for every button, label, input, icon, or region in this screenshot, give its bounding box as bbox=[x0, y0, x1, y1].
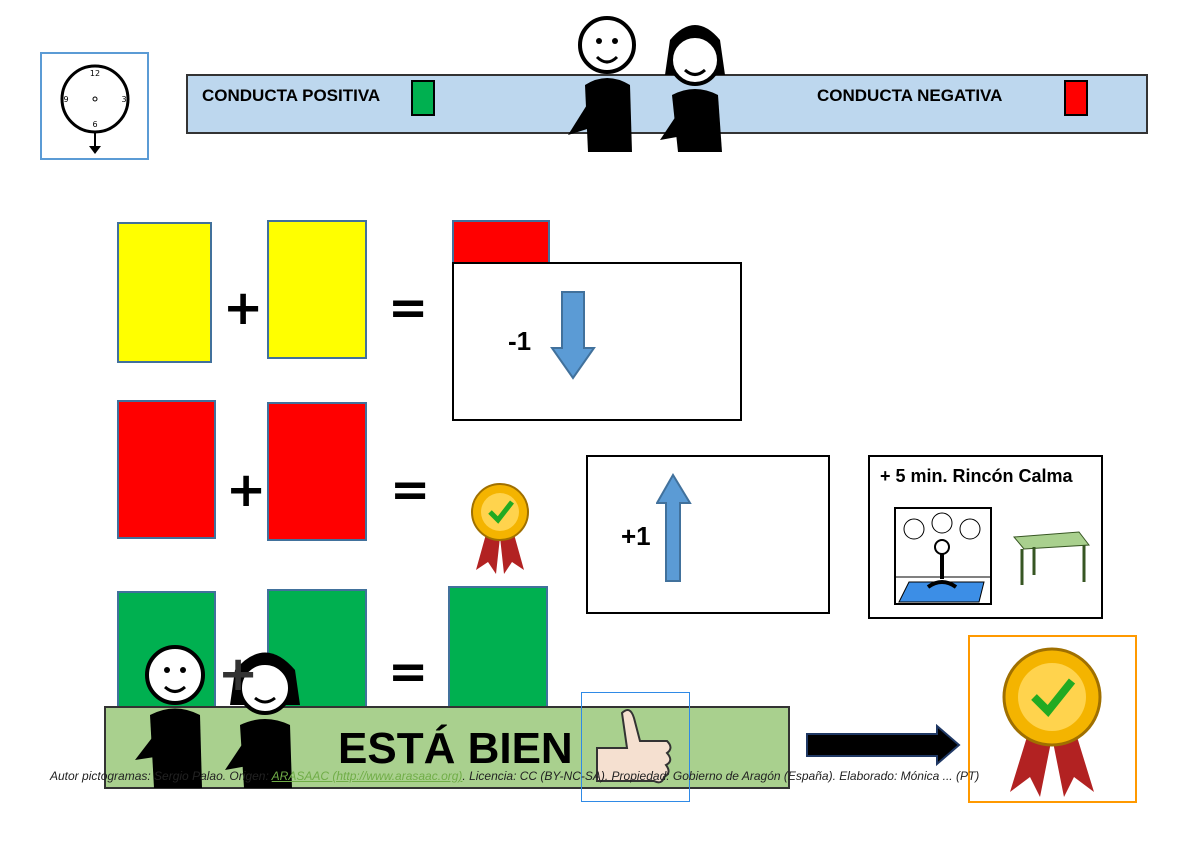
arrow-down-icon bbox=[550, 291, 596, 380]
thumbs-up-icon bbox=[596, 708, 672, 784]
clock-9: 9 bbox=[63, 95, 68, 104]
plus-sign: + bbox=[218, 646, 259, 702]
equals-sign: = bbox=[390, 462, 431, 518]
footer-credits: Autor pictogramas: Sergio Palao. Origen:… bbox=[50, 769, 979, 783]
equals-sign: = bbox=[388, 280, 429, 336]
plus-sign: + bbox=[223, 280, 264, 336]
arasaac-link[interactable]: ARASAAC (http://www.arasaac.org) bbox=[271, 769, 463, 783]
positive-swatch bbox=[411, 80, 435, 116]
plus-one-box: +1 bbox=[586, 455, 830, 614]
positive-label: CONDUCTA POSITIVA bbox=[202, 86, 381, 105]
yellow-card bbox=[267, 220, 367, 359]
clock-12: 12 bbox=[90, 69, 100, 78]
green-card bbox=[267, 589, 367, 728]
clock-3: 3 bbox=[121, 95, 126, 104]
red-card bbox=[117, 400, 216, 539]
clock-icon: 12 3 6 9 bbox=[60, 64, 130, 154]
equals-sign: = bbox=[388, 644, 429, 700]
calm-corner-pictogram bbox=[894, 507, 1090, 605]
thumbs-up-card bbox=[581, 692, 690, 802]
plus-one-value: +1 bbox=[621, 521, 651, 551]
credits-prefix: Autor pictogramas: Sergio Palao. Origen: bbox=[50, 769, 272, 783]
calm-corner-title: + 5 min. Rincón Calma bbox=[880, 466, 1073, 486]
medal-icon bbox=[1002, 647, 1102, 797]
red-card bbox=[267, 402, 367, 541]
negative-label: CONDUCTA NEGATIVA bbox=[817, 86, 1003, 105]
arrow-right-icon bbox=[806, 724, 961, 767]
people-pointing-self-icon bbox=[135, 645, 300, 788]
clock-card: 12 3 6 9 bbox=[40, 52, 149, 160]
people-pointing-self-icon bbox=[568, 16, 725, 152]
reward-medal-card bbox=[968, 635, 1137, 803]
clock-6: 6 bbox=[92, 120, 97, 129]
credits-suffix: . Licencia: CC (BY-NC-SA). Propiedad: Go… bbox=[462, 769, 980, 783]
yellow-card bbox=[117, 222, 212, 363]
calm-corner-reward: + 5 min. Rincón Calma bbox=[868, 455, 1103, 619]
red-card bbox=[452, 220, 550, 264]
plus-sign: + bbox=[226, 462, 267, 518]
negative-swatch bbox=[1064, 80, 1088, 116]
green-card bbox=[448, 586, 548, 725]
minus-one-value: -1 bbox=[508, 326, 532, 356]
arrow-up-icon bbox=[656, 473, 692, 582]
minus-one-box: -1 bbox=[452, 262, 742, 421]
banner-text: ESTÁ BIEN bbox=[338, 724, 573, 773]
banner: ESTÁ BIEN bbox=[104, 706, 790, 789]
medal-icon bbox=[471, 483, 529, 574]
